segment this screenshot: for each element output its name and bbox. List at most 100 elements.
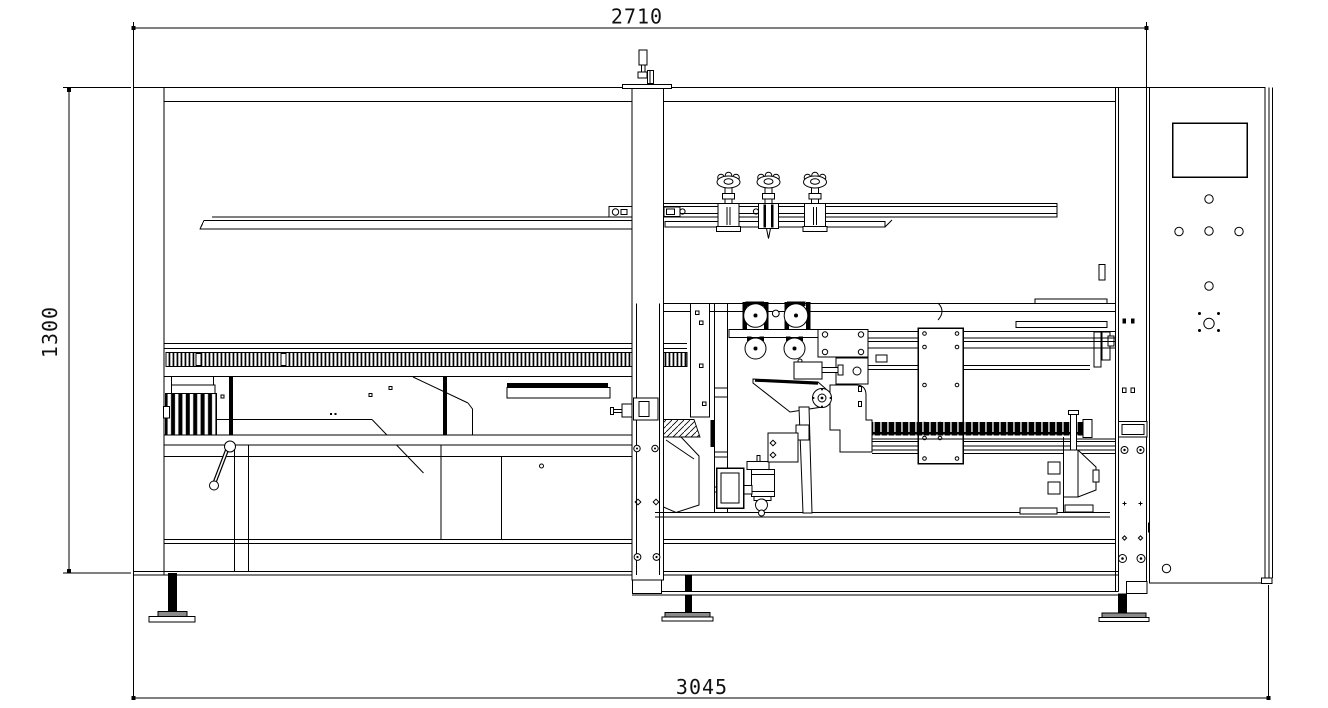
foot-plate [664,612,711,618]
panel-estop-button[interactable] [1203,317,1215,330]
conveyor-chain-hatch-right [663,352,688,367]
lower-guide-bar [506,383,611,399]
control-panel [1149,87,1273,584]
dim-tick [67,569,71,573]
column-fasteners [1118,318,1146,563]
arm-cylinder [793,361,823,380]
motor-cooling-fins [165,393,217,436]
toothed-drive-belt [867,422,1090,436]
foot-stem [1118,593,1127,614]
cable-curve [937,302,943,321]
mast-cap-plate [622,84,672,89]
guide-rail-end-screw [611,208,620,216]
leveling-feet [148,573,1150,623]
panel-button-right[interactable] [1234,226,1244,237]
dimension-top: 2710 [131,5,1149,88]
crossbar-screw [679,208,686,215]
panel-bottom-step [1261,577,1273,584]
mast-base-box [632,579,662,594]
gripper-block [633,397,659,421]
hmi-screen[interactable] [1171,122,1248,178]
flap-folder [1019,437,1100,515]
dim-tick [1266,696,1271,700]
panel-buttons [1161,194,1244,574]
carriage-section [655,264,1116,518]
adjustment-crossbar [663,171,1058,239]
panel-button-left[interactable] [1174,226,1184,237]
knob-base-plate [802,226,828,232]
star-knob-icon [716,171,741,189]
panel-button-center[interactable] [1204,226,1214,236]
right-frame-column [1118,318,1157,594]
hand-knob-2[interactable] [756,171,781,239]
lock-handle-lever [209,440,236,491]
star-knob-icon [756,171,781,189]
foot-stem [685,595,692,613]
center-needle [765,228,772,239]
taping-head [633,301,873,517]
leveling-foot-center [661,575,714,622]
hand-knob-1[interactable] [716,171,741,232]
conveyor-chain-hatch [165,352,633,367]
hand-knob-3[interactable] [802,171,828,232]
dimension-bottom-label: 3045 [676,675,728,699]
valve-knob [755,498,768,512]
fastener-marker [368,393,373,397]
panel-bottom-screw [1161,563,1172,574]
dim-tick [1144,26,1149,30]
center-mast [622,49,672,594]
foot-base [661,616,714,622]
leveling-foot-left [148,573,196,623]
mast-side-bracket [621,403,634,418]
pressing-rollers [728,301,869,364]
carriage-mounting-plate [917,327,964,465]
dimension-left: 1300 [38,87,131,574]
conveyor-gap-a [195,353,202,366]
support-post-right [443,377,447,435]
dimension-top-label: 2710 [611,5,663,29]
conveyor-gap-b [280,353,287,366]
star-knob-icon [803,171,827,189]
column-base-box [1126,581,1148,594]
diagonal-brace-lower [371,419,424,474]
dimension-bottom: 3045 [131,575,1271,700]
arm-cylinder-rod [821,367,839,373]
support-post-left [229,377,233,435]
knob-base-plate [716,226,741,232]
dim-tick [67,88,71,92]
frame-left-column [133,87,165,576]
mast-fasteners [633,444,661,561]
panel-button-lower[interactable] [1204,281,1214,291]
upper-bracket-beam [1015,321,1108,328]
panel-button-up[interactable] [1204,194,1214,204]
mast-top-knob [637,49,654,84]
fastener-marker [220,394,225,399]
motor-mount-tab [163,406,170,419]
handle-ball [209,480,219,491]
roller-side-plate [817,329,869,358]
drive-motor [163,376,217,436]
foot-base [148,616,196,623]
foot-plate [157,611,188,617]
pneumatic-cylinder [743,455,775,517]
arm-pivot [812,388,832,408]
dimension-left-label: 1300 [38,306,62,358]
tape-arm [752,357,873,514]
sub-bar-chamfer [884,219,893,228]
foot-stem [168,573,177,612]
box-flap-hatch [663,419,701,438]
dim-tick [131,696,136,700]
top-cover-plate [1034,298,1108,304]
column-junction-box [1118,421,1148,438]
sensor-bracket [1098,264,1106,281]
handle-hub [224,440,236,453]
idler-pin [771,309,780,318]
dim-tick [131,26,136,30]
head-slide-bar [690,303,710,418]
bench-screw [539,463,544,469]
foot-plate [1101,612,1147,618]
leveling-foot-right [1098,593,1150,622]
diagonal-brace-upper [412,376,469,404]
